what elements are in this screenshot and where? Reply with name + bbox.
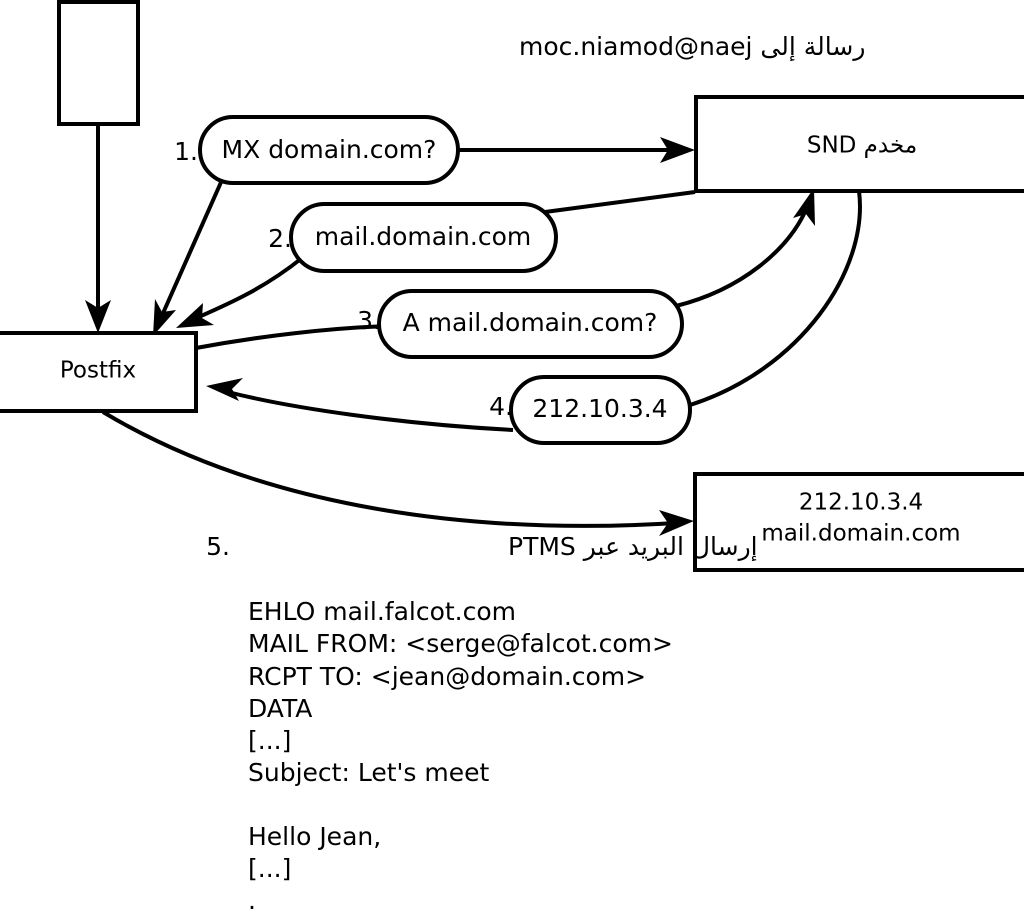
client-box[interactable] <box>57 0 140 126</box>
edge-step2-to-postfix <box>176 256 304 328</box>
step-1-bubble[interactable]: MX domain.com? <box>198 115 460 185</box>
transcript-line: DATA <box>248 694 312 723</box>
transcript-line: Subject: Let's meet <box>248 758 489 787</box>
transcript-line: MAIL FROM: <serge@falcot.com> <box>248 629 673 658</box>
dns-server-box[interactable] <box>694 95 1024 193</box>
step-4-number: 4. <box>489 392 513 421</box>
edge-client-to-postfix <box>85 125 111 333</box>
step-4-text: 212.10.3.4 <box>532 394 667 423</box>
step-2-number: 2. <box>268 224 292 253</box>
postfix-label: Postfix <box>60 358 136 384</box>
mail-server-box[interactable] <box>693 472 1024 572</box>
transcript-line: . <box>248 886 256 915</box>
mail-server-ip: 212.10.3.4 <box>799 490 923 516</box>
step-3-bubble[interactable]: A mail.domain.com? <box>377 289 684 359</box>
step-1-text: MX domain.com? <box>222 135 437 164</box>
edge-dns-to-step2 <box>544 190 696 214</box>
transcript-line: RCPT TO: <jean@domain.com> <box>248 662 646 691</box>
transcript-line: Hello Jean, <box>248 822 381 851</box>
edge-postfix-to-mailserver <box>101 410 694 536</box>
step-3-number: 3. <box>357 306 381 335</box>
smtp-transcript: EHLO mail.falcot.com MAIL FROM: <serge@f… <box>248 597 673 915</box>
transcript-line: [...] <box>248 854 291 883</box>
step-2-text: mail.domain.com <box>315 222 531 251</box>
transcript-line: EHLO mail.falcot.com <box>248 597 516 626</box>
edge-postfix-to-step1 <box>153 179 224 336</box>
dns-server-label: مخدم DNS <box>807 133 917 159</box>
postfix-box[interactable] <box>0 331 198 413</box>
step-4-bubble[interactable]: 212.10.3.4 <box>509 375 692 445</box>
edge-dns-to-step4 <box>689 190 862 407</box>
step-1-number: 1. <box>174 137 198 166</box>
step-5-number: 5. <box>206 532 230 561</box>
transcript-line: [...] <box>248 726 291 755</box>
step-3-text: A mail.domain.com? <box>403 308 658 337</box>
edge-step1-to-dns <box>458 137 695 163</box>
step-5-text: إرسال البريد عبر SMTP <box>508 532 758 562</box>
edge-step3-to-dns <box>675 188 815 308</box>
edge-postfix-to-step3 <box>195 324 391 350</box>
step-2-bubble[interactable]: mail.domain.com <box>289 202 558 273</box>
message-caption: رسالة إلى jean@domain.com <box>519 32 865 62</box>
mail-server-hostname: mail.domain.com <box>761 521 960 547</box>
edge-step4-to-postfix <box>206 378 514 432</box>
